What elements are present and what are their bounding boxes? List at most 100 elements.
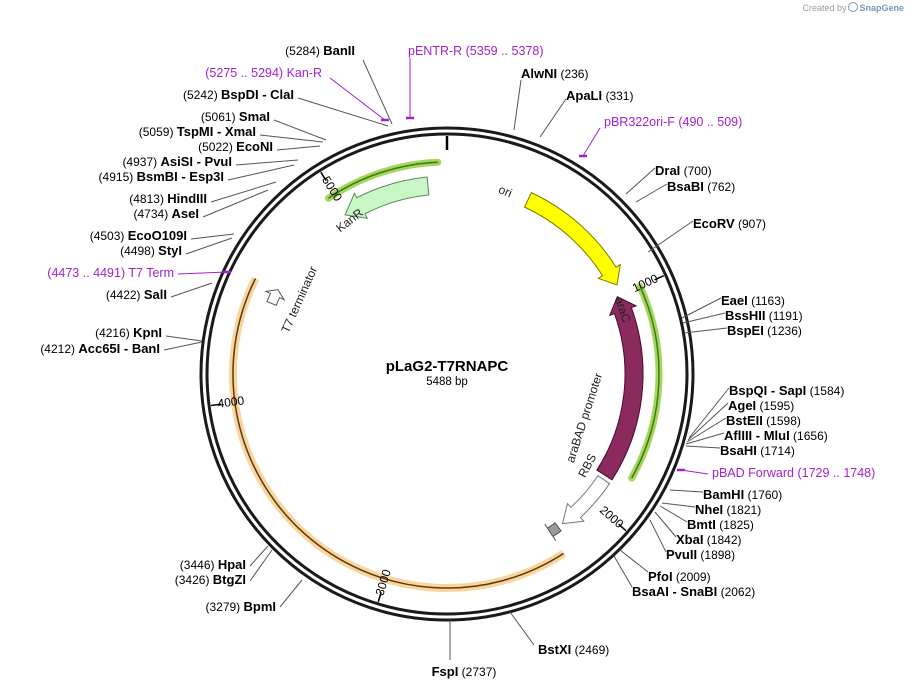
site-position: (1598) [763,414,801,428]
site-name: AseI [172,206,199,221]
site-name: BtgZI [213,572,246,587]
primer-leader-line [680,469,709,475]
site-position: (1191) [765,309,802,323]
rbs-feature [544,522,562,541]
site-name: BamHI [703,487,744,502]
primer-name: pBAD Forward [712,466,794,480]
restriction-site-label: BsaAI - SnaBI (2062) [632,584,755,599]
site-position: (3446) [180,558,218,572]
scale-tick [618,523,627,532]
site-position: (331) [602,89,633,103]
site-name: EcoO109I [128,228,187,243]
site-name: SmaI [239,109,270,124]
feature-highlights [229,158,663,593]
site-leader-line [513,79,522,131]
site-name: AlwNI [521,66,557,81]
site-name: TspMI - XmaI [177,124,256,139]
site-leader-line [210,181,277,203]
site-name: BspQI - SapI [729,383,806,398]
primer-label: pBR322ori-F (490 .. 509) [604,115,742,129]
site-name: DraI [655,163,680,178]
site-name: SalI [144,287,167,302]
restriction-site-label: EcoRV (907) [693,216,766,231]
site-leader-line [185,237,233,255]
site-leader-line [227,164,295,181]
site-leader-line [649,519,667,553]
site-leader-line [654,511,677,538]
site-leader-line [297,97,389,127]
site-name: NheI [695,502,723,517]
site-leader-line [687,402,729,441]
kanR-highlight-line [328,161,438,199]
site-leader-line [190,233,235,240]
site-position: (1236) [764,324,802,338]
site-leader-line [659,505,688,523]
scale-tick [320,171,327,182]
araC-highlight-line [631,286,660,479]
site-leader-line [685,432,725,445]
site-name: AsiSI - PvuI [160,154,232,169]
restriction-site-label: AlwNI (236) [521,66,588,81]
site-position: (5284) [285,44,323,58]
araBAD-promoter-label: araBAD promoter [563,371,605,464]
primer-name: Kan-R [287,66,322,80]
site-leader-line [613,555,633,588]
site-leader-line [669,489,704,493]
site-name: ApaLI [566,88,602,103]
site-position: (1821) [723,503,761,517]
site-name: PfoI [648,569,673,584]
map-center: pLaG2-T7RNAPC 5488 bp [386,358,509,388]
restriction-site-label: EaeI (1163) [721,293,785,308]
ori-feature [523,191,622,286]
site-leader-line [685,445,721,449]
restriction-site-label: (5242) BspDI - ClaI [183,87,294,102]
site-position: (2009) [673,570,711,584]
site-position: (1595) [756,399,794,413]
restriction-site-label: BspEI (1236) [727,323,802,338]
primer-range: (5359 .. 5378) [462,44,543,58]
site-name: EaeI [721,293,748,308]
restriction-site-label: BssHII (1191) [725,308,803,323]
restriction-site-label: (4498) StyI [120,243,182,258]
restriction-site-label: (5061) SmaI [201,109,270,124]
site-leader-line [688,387,730,439]
site-name: BstXI [538,642,571,657]
primer-range: (490 .. 509) [675,115,742,129]
plasmid-backbone [199,126,695,622]
restriction-site-label: (4503) EcoO109I [90,228,187,243]
restriction-site-label: (4915) BsmBI - Esp3I [99,169,224,184]
site-name: BsaAI - SnaBI [632,584,717,599]
restriction-site-label: FspI (2737) [432,664,497,679]
site-leader-line [682,312,726,324]
site-leader-line [165,335,203,342]
site-name: BmtI [687,517,716,532]
site-name: BsmBI - Esp3I [137,169,224,184]
site-leader-line [170,282,213,298]
site-position: (1163) [748,294,785,308]
restriction-site-label: (3446) HpaI [180,557,246,572]
araBAD-promoter-feature [561,475,611,525]
site-position: (907) [735,217,766,231]
site-position: (3279) [205,600,243,614]
site-position: (4216) [95,326,133,340]
restriction-site-label: (4212) Acc65I - BanI [40,341,160,356]
primer-label: (4473 .. 4491) T7 Term [47,266,174,280]
restriction-site-label: (5022) EcoNI [198,139,273,154]
restriction-site-label: BstEII (1598) [726,413,801,428]
restriction-site-label: (4937) AsiSI - PvuI [122,154,232,169]
site-position: (4503) [90,229,128,243]
site-name: AflIII - MluI [724,428,790,443]
site-leader-line [625,167,656,195]
scale-tick-label: 5000 [319,174,345,204]
site-name: Acc65I - BanI [78,341,160,356]
site-position: (4915) [99,170,137,184]
site-position: (5059) [139,125,177,139]
site-leader-line [235,159,299,166]
scale-tick-label: 4000 [217,393,246,410]
restriction-site-label: BsaBI (762) [667,179,735,194]
site-labels: (5284) BanII(5242) BspDI - ClaI(5061) Sm… [40,43,875,679]
primer-label: pBAD Forward (1729 .. 1748) [712,466,875,480]
site-position: (5242) [183,88,221,102]
restriction-site-label: (4734) AseI [134,206,200,221]
